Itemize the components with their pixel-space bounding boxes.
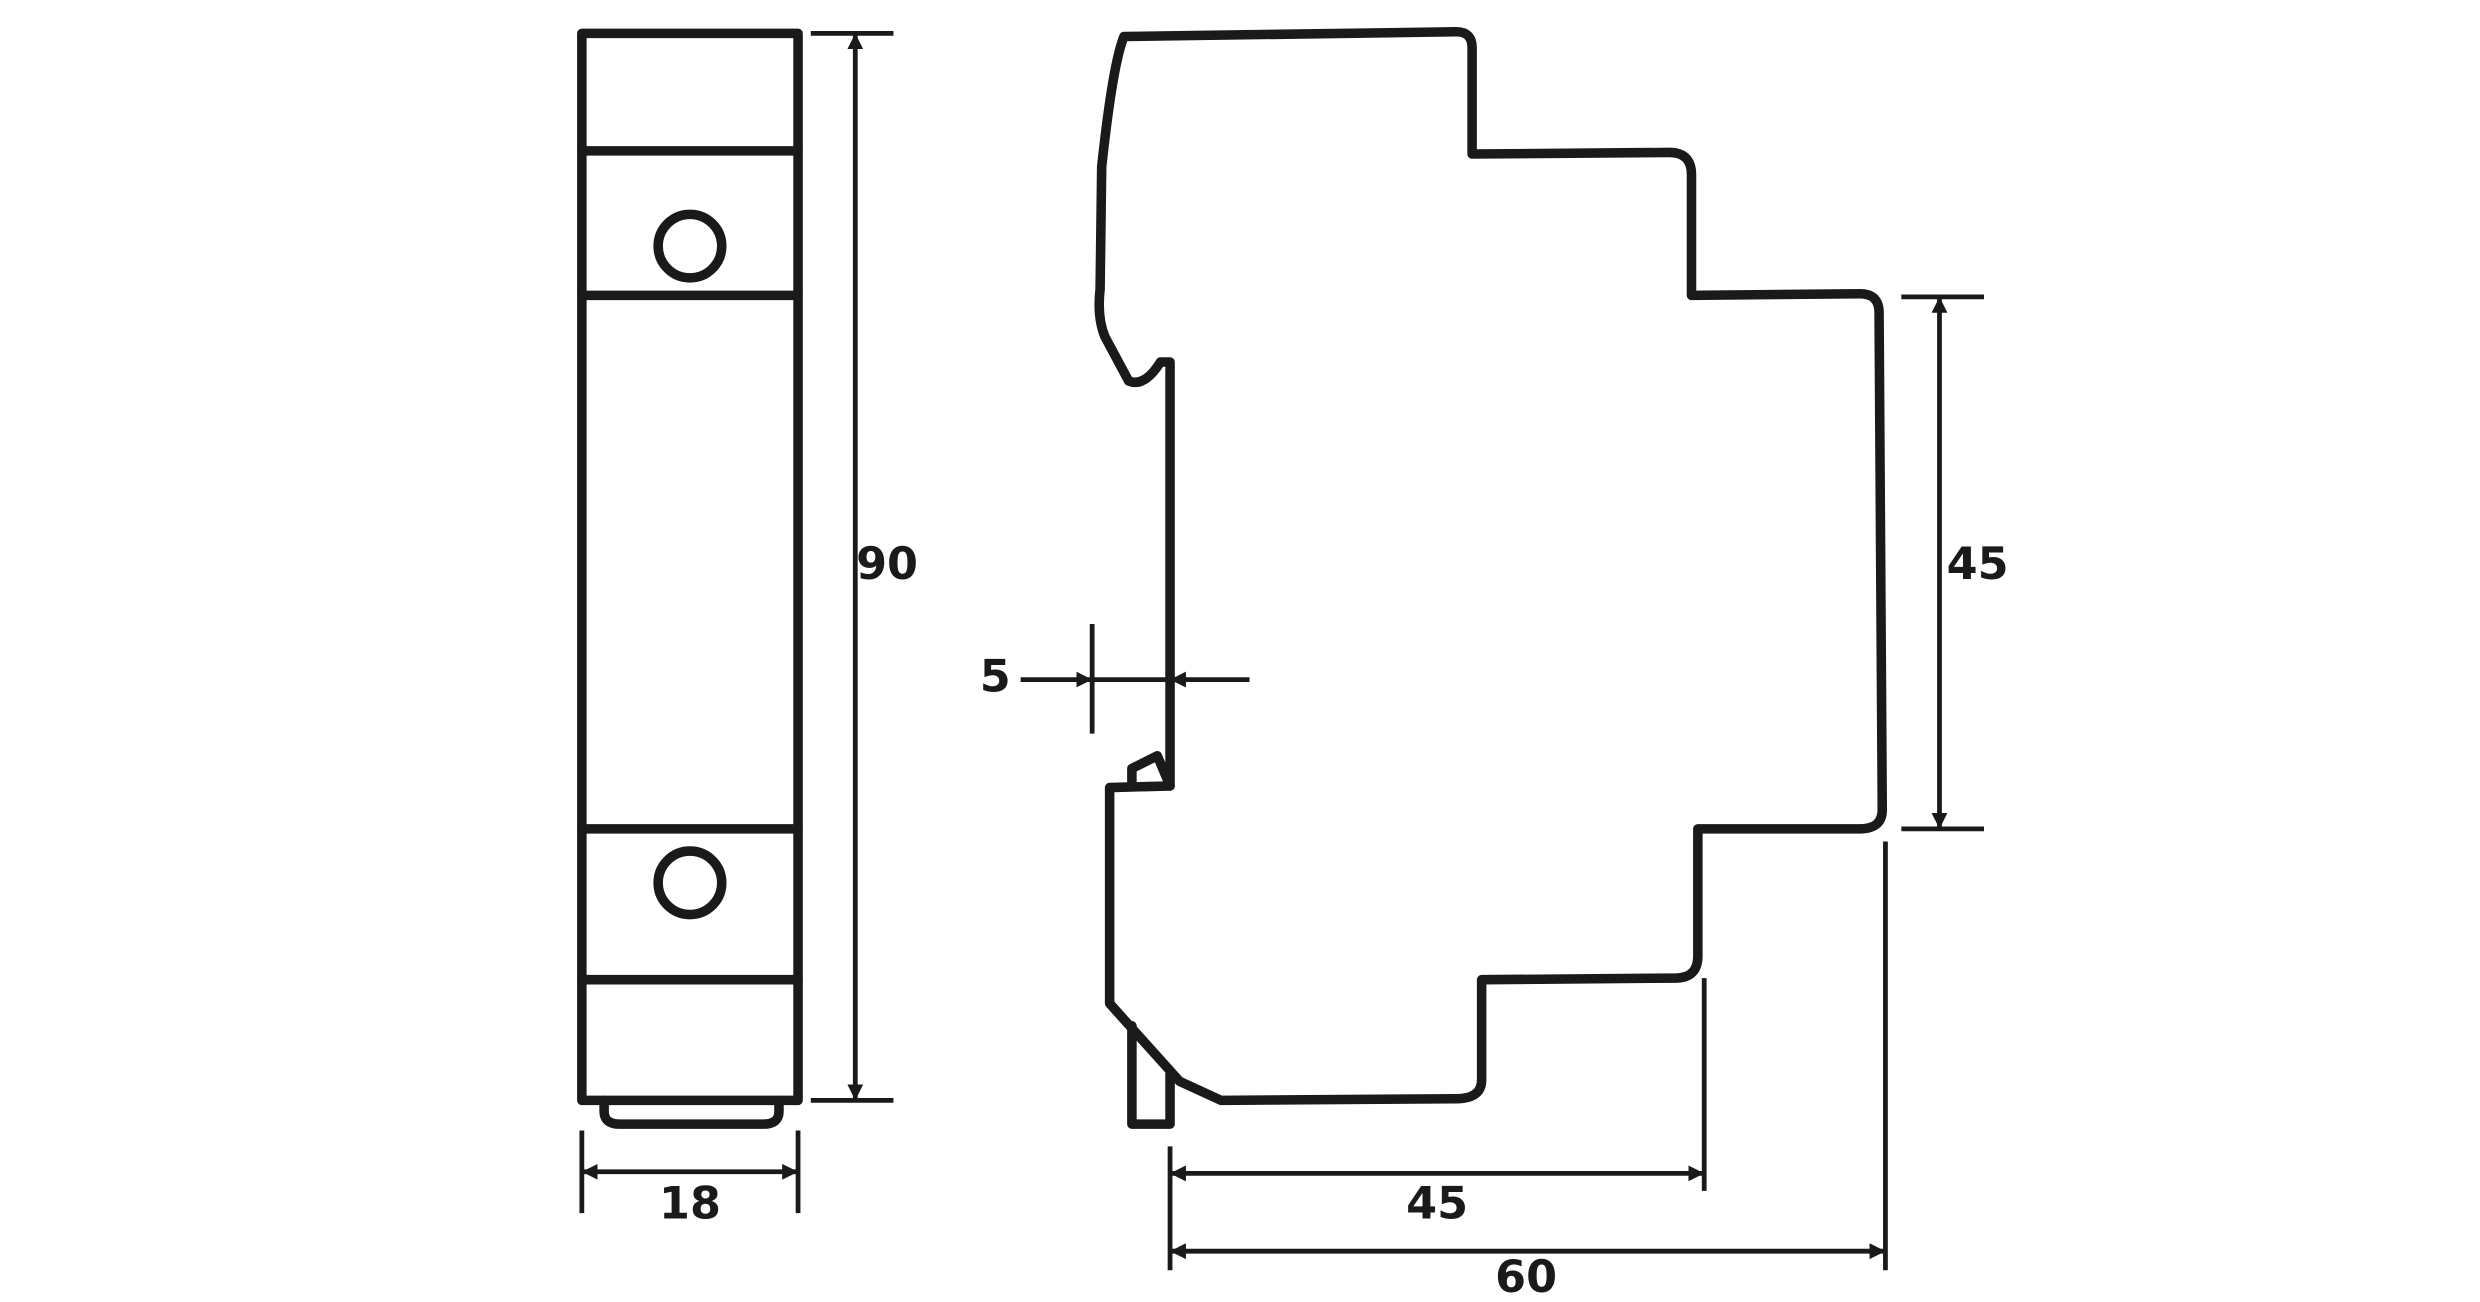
dimension-side-depth-inner: 45 (1167, 978, 1707, 1271)
dimension-label-45-depth: 45 (1406, 1179, 1468, 1230)
front-view-terminal-screw-top (653, 209, 727, 283)
front-view-clip (599, 1095, 784, 1129)
dimension-front-width: 18 (579, 1130, 801, 1230)
dimension-label-60: 60 (1495, 1252, 1557, 1302)
dimension-side-height: 45 (1901, 294, 2009, 832)
side-view-rail-latch (1127, 751, 1175, 791)
dimension-label-90: 90 (856, 539, 918, 590)
dimension-side-depth-total: 60 (1170, 841, 1888, 1302)
side-view-outline (1094, 26, 1888, 1106)
dimension-label-45-height: 45 (1947, 539, 2009, 590)
side-view (1094, 26, 1888, 1129)
dimension-front-height: 90 (810, 30, 918, 1103)
dimension-rail-offset: 5 (980, 624, 1250, 734)
front-view (577, 28, 803, 1129)
dimension-label-5: 5 (980, 652, 1011, 703)
front-view-terminal-screw-bottom (653, 846, 727, 920)
side-view-release-tab (1127, 1020, 1175, 1129)
dimension-label-18: 18 (659, 1179, 721, 1230)
front-view-body (577, 28, 803, 1106)
